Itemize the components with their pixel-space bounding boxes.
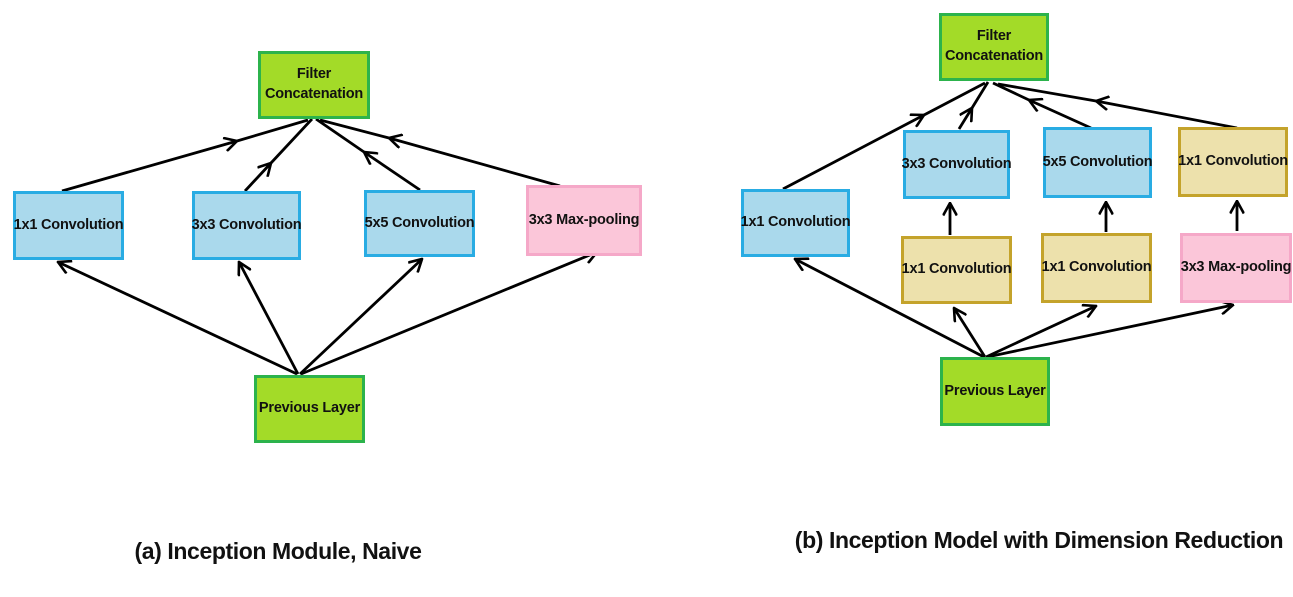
arrow-a-prev-to-maxpool [300, 252, 597, 376]
node-b-filter-concatenation: Filter Concatenation [939, 13, 1049, 81]
node-b-conv-1x1-right: 1x1 Convolution [1178, 127, 1288, 197]
node-b-max-pooling: 3x3 Max-pooling [1180, 233, 1292, 303]
node-a-max-pooling-label: 3x3 Max-pooling [528, 211, 640, 228]
arrow-b-conv3x3-to-concat [957, 81, 990, 130]
node-a-previous-layer-label: Previous Layer [258, 400, 361, 417]
arrow-a-conv5x5-to-concat [315, 117, 421, 192]
node-b-conv-3x3: 3x3 Convolution [901, 130, 1012, 199]
node-a-conv-1x1: 1x1 Convolution [13, 191, 124, 260]
node-b-conv-1x1-left-label: 1x1 Convolution [740, 214, 851, 231]
node-b-filter-concatenation-label: Filter Concatenation [944, 28, 1044, 64]
node-a-filter-concatenation-label: Filter Concatenation [264, 66, 364, 102]
arrow-b-prev-to-maxpool [986, 305, 1233, 359]
node-b-conv-5x5: 5x5 Convolution [1042, 127, 1153, 198]
node-b-conv-5x5-label: 5x5 Convolution [1042, 153, 1153, 170]
arrow-a-prev-to-conv3x3 [239, 262, 300, 375]
node-a-max-pooling: 3x3 Max-pooling [526, 185, 642, 256]
arrow-a-conv3x3-to-concat [243, 118, 314, 192]
node-b-conv-1x1-mid2-label: 1x1 Convolution [1041, 259, 1152, 276]
node-a-previous-layer: Previous Layer [254, 375, 365, 443]
arrow-a-prev-to-conv5x5 [299, 259, 422, 376]
node-b-conv-1x1-mid1-label: 1x1 Convolution [901, 261, 1012, 278]
node-a-filter-concatenation: Filter Concatenation [258, 51, 370, 119]
arrow-b-prev-to-conv1x1mid2 [985, 306, 1096, 359]
node-a-conv-5x5-label: 5x5 Convolution [364, 214, 475, 231]
arrow-a-maxpool-to-concat [319, 118, 561, 188]
node-b-conv-1x1-right-label: 1x1 Convolution [1178, 153, 1288, 170]
node-b-previous-layer: Previous Layer [940, 357, 1050, 426]
node-a-conv-3x3-label: 3x3 Convolution [191, 216, 302, 233]
node-b-max-pooling-label: 3x3 Max-pooling [1180, 259, 1292, 276]
node-b-conv-1x1-mid1: 1x1 Convolution [901, 236, 1012, 304]
node-b-conv-1x1-left: 1x1 Convolution [740, 189, 851, 257]
node-b-previous-layer-label: Previous Layer [944, 382, 1046, 399]
arrow-a-prev-to-conv1x1 [58, 262, 298, 376]
node-b-conv-3x3-label: 3x3 Convolution [901, 155, 1012, 172]
node-a-conv-3x3: 3x3 Convolution [191, 191, 302, 260]
node-b-conv-1x1-mid2: 1x1 Convolution [1041, 233, 1152, 303]
arrow-b-conv1x1right-to-concat [997, 82, 1238, 130]
node-a-conv-5x5: 5x5 Convolution [364, 190, 475, 257]
caption-b: (b) Inception Model with Dimension Reduc… [794, 527, 1284, 553]
caption-a: (a) Inception Module, Naive [134, 538, 422, 564]
arrow-b-conv5x5-to-concat [992, 81, 1092, 130]
node-a-conv-1x1-label: 1x1 Convolution [13, 216, 124, 233]
arrow-a-conv1x1-to-concat [61, 118, 309, 193]
arrow-b-prev-to-conv1x1mid1 [954, 308, 987, 358]
